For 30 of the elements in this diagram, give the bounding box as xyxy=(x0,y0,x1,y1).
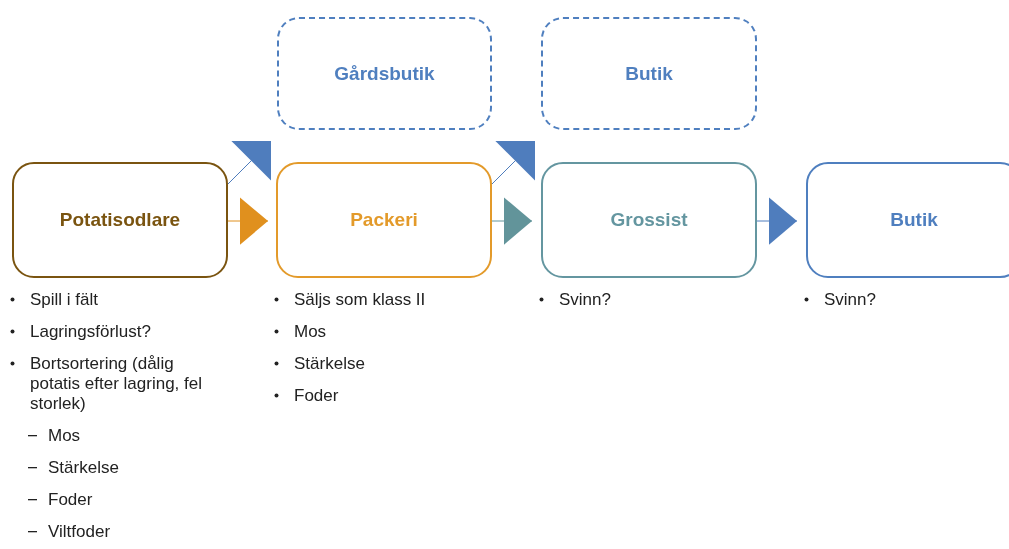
bullet-text: Foder xyxy=(48,490,93,509)
chevron-arrow xyxy=(756,197,798,245)
box-label: Grossist xyxy=(610,209,688,231)
bullet-text: Stärkelse xyxy=(48,458,119,477)
bullet-text: Svinn? xyxy=(559,290,611,309)
diagonal-arrow xyxy=(227,140,272,185)
dashed-box xyxy=(277,17,492,130)
process-box xyxy=(276,162,492,278)
bullet-text: Spill i fält xyxy=(30,290,99,309)
bullet-text: Viltfoder xyxy=(48,522,111,541)
process-box xyxy=(806,162,1009,278)
bullet-text: Säljs som klass II xyxy=(294,290,426,309)
process-box xyxy=(541,162,757,278)
bullet-text: Bortsortering (dålig potatis efter lagring, fel storlek) xyxy=(30,354,202,413)
bullet-text: Foder xyxy=(294,386,339,405)
chevron-arrow xyxy=(227,197,269,245)
diagonal-arrow xyxy=(491,140,536,185)
process-box xyxy=(12,162,228,278)
box-label: Packeri xyxy=(350,209,418,231)
dashed-box xyxy=(541,17,757,130)
box-label: Potatisodlare xyxy=(59,209,181,231)
bullet-text: Svinn? xyxy=(824,290,876,309)
box-label: Gårdsbutik xyxy=(334,62,435,85)
box-label: Butik xyxy=(625,62,673,85)
chevron-arrow xyxy=(491,197,533,245)
bullet-text: Stärkelse xyxy=(294,354,365,373)
bullet-text: Mos xyxy=(48,426,81,445)
bullet-text: Lagringsförlust? xyxy=(30,322,151,341)
box-label: Butik xyxy=(890,209,938,231)
bullet-text: Mos xyxy=(294,322,327,341)
